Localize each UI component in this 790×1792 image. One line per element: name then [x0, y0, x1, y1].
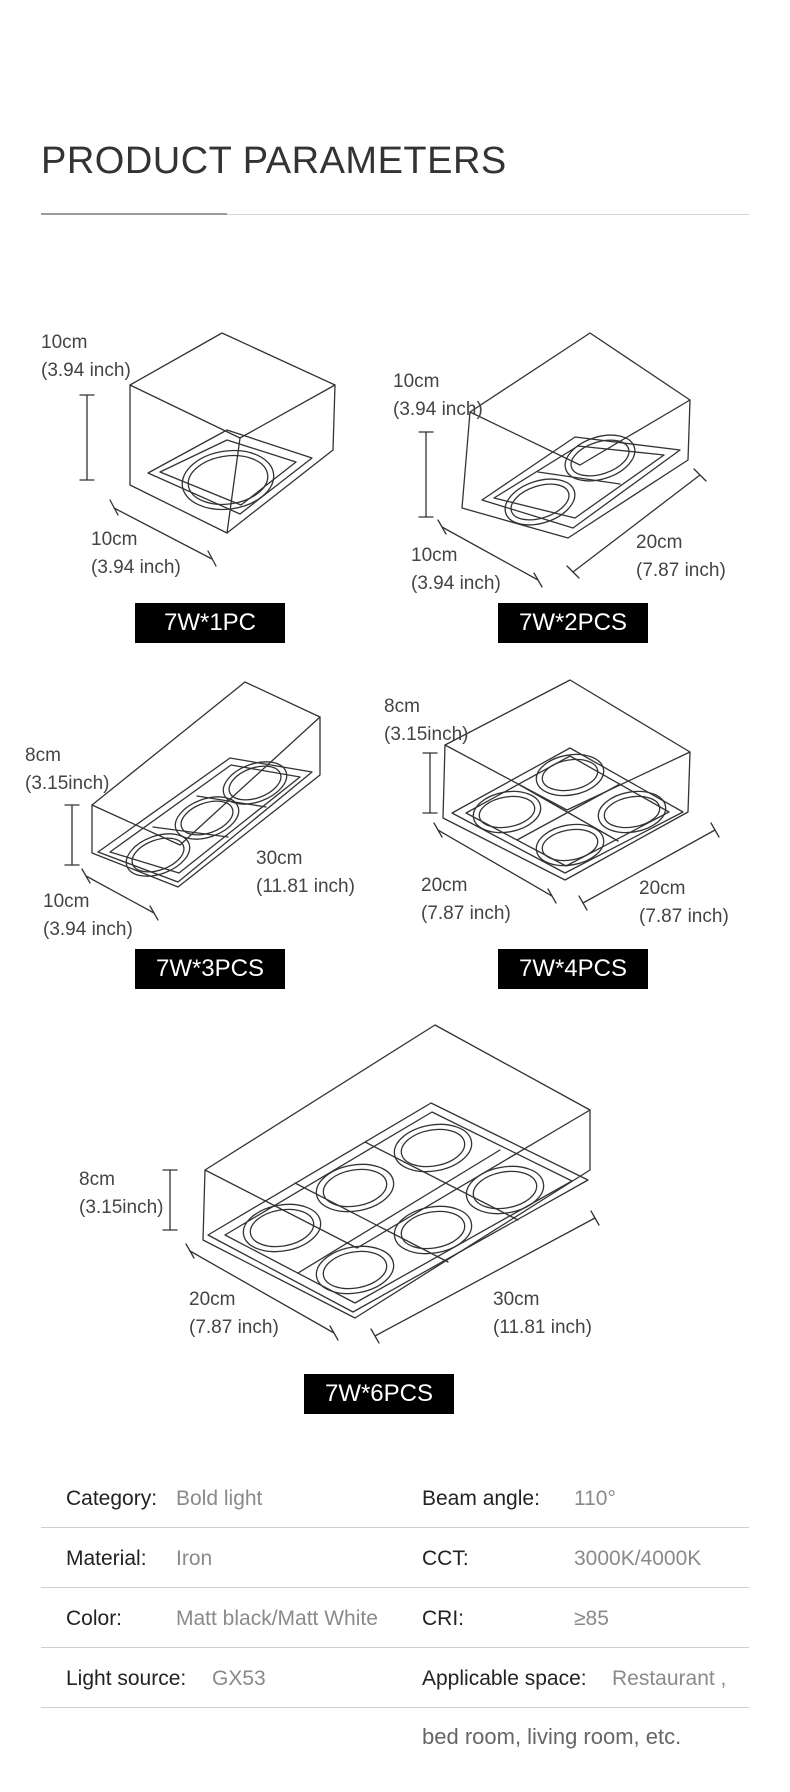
title-divider [41, 214, 749, 215]
dim-length-cm: 30cm [493, 1289, 540, 1310]
product-badge: 7W*3PCS [135, 949, 285, 989]
dim-height-inch: (3.94 inch) [393, 399, 483, 420]
dim-length-inch: (11.81 inch) [493, 1317, 592, 1338]
dim-width-inch: (3.94 inch) [411, 573, 501, 594]
dim-height-cm: 8cm [384, 696, 420, 717]
dim-width-inch: (7.87 inch) [189, 1317, 279, 1338]
product-badge: 7W*4PCS [498, 949, 648, 989]
drawing-7w-4pcs [422, 679, 720, 911]
spec-row: Light source: GX53 Applicable space: Res… [41, 1648, 749, 1708]
spec-value: 3000K/4000K [574, 1547, 702, 1570]
dim-length-inch: (7.87 inch) [639, 906, 729, 927]
dim-width-cm: 10cm [43, 891, 90, 912]
spec-value: 110° [574, 1487, 616, 1510]
dim-width-cm: 20cm [421, 875, 468, 896]
dim-length-inch: (11.81 inch) [256, 876, 355, 897]
page-title: PRODUCT PARAMETERS [41, 140, 507, 182]
spec-row: Material: Iron CCT: 3000K/4000K [41, 1528, 749, 1588]
dim-height-inch: (3.15inch) [79, 1197, 164, 1218]
dim-height-cm: 8cm [25, 745, 61, 766]
spec-key: Beam angle: [422, 1487, 540, 1510]
dim-length-inch: (7.87 inch) [636, 560, 726, 581]
spec-key: Material: [66, 1547, 147, 1570]
spec-value: Restaurant , [612, 1667, 727, 1690]
product-badge: 7W*6PCS [304, 1374, 454, 1414]
dim-height-inch: (3.94 inch) [41, 360, 131, 381]
spec-key: CCT: [422, 1547, 469, 1570]
dim-height-inch: (3.15inch) [25, 773, 110, 794]
dim-width-cm: 10cm [411, 545, 458, 566]
spec-key: Color: [66, 1607, 123, 1630]
dim-length-cm: 20cm [636, 532, 683, 553]
dim-length-cm: 20cm [639, 878, 686, 899]
spec-row: Category: Bold light Beam angle: 110° [41, 1468, 749, 1528]
dim-width-inch: (3.94 inch) [91, 557, 181, 578]
dim-height-cm: 8cm [79, 1169, 115, 1190]
drawing-7w-6pcs [162, 1024, 600, 1344]
dim-width-cm: 20cm [189, 1289, 236, 1310]
spec-value: Bold light [176, 1487, 263, 1510]
title-divider-accent [41, 213, 227, 215]
dim-length-cm: 30cm [256, 848, 303, 869]
dim-width-inch: (7.87 inch) [421, 903, 511, 924]
dim-height-cm: 10cm [393, 371, 440, 392]
spec-row: Color: Matt black/Matt White CRI: ≥85 [41, 1588, 749, 1648]
dim-height-inch: (3.15inch) [384, 724, 469, 745]
dim-height-cm: 10cm [41, 332, 88, 353]
drawing-7w-3pcs [64, 681, 321, 921]
spec-value: GX53 [212, 1667, 266, 1690]
product-badge: 7W*2PCS [498, 603, 648, 643]
product-badge: 7W*1PC [135, 603, 285, 643]
spec-key: Category: [66, 1487, 158, 1510]
spec-value-continued: bed room, living room, etc. [422, 1724, 682, 1749]
spec-value: Iron [176, 1547, 213, 1570]
drawing-7w-2pcs [418, 332, 707, 588]
dim-width-cm: 10cm [91, 529, 138, 550]
spec-value: ≥85 [574, 1607, 609, 1630]
spec-value: Matt black/Matt White [176, 1607, 378, 1630]
spec-key: Light source: [66, 1667, 187, 1690]
dim-width-inch: (3.94 inch) [43, 919, 133, 940]
spec-key: CRI: [422, 1607, 464, 1630]
spec-key: Applicable space: [422, 1667, 587, 1690]
drawing-7w-1pc [79, 332, 336, 567]
